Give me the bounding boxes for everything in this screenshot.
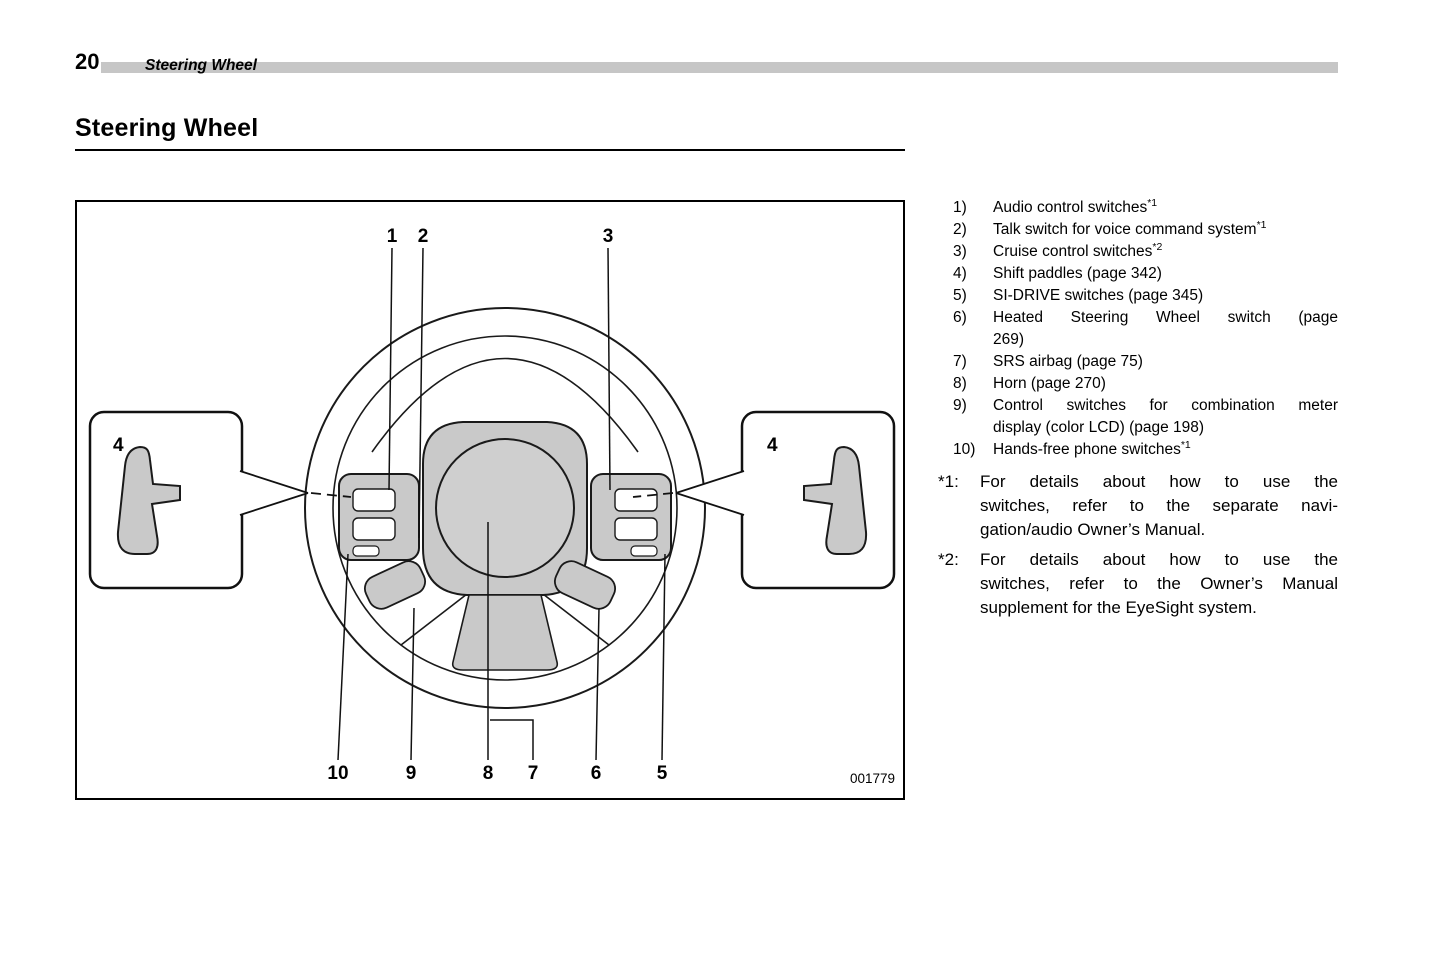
legend-item-number: 6)	[953, 309, 967, 326]
steering-wheel-figure: 1 2 3 4 4 10 9 8 7 6 5 001779	[75, 200, 905, 800]
callout-label-9: 9	[406, 763, 417, 784]
footnote-text: For details about how to use the switche…	[980, 550, 1338, 617]
leader-line-10	[337, 553, 349, 761]
callout-label-6: 6	[591, 763, 602, 784]
legend-item-9: 9) Control switches for combination mete…	[953, 395, 1338, 439]
leader-line-3	[607, 247, 611, 491]
horn-pad	[435, 438, 575, 578]
legend-item-text: SRS airbag (page 75)	[993, 353, 1143, 370]
legend-item-text: Shift paddles (page 342)	[993, 265, 1162, 282]
callout-label-5: 5	[657, 763, 668, 784]
legend-item-number: 10)	[953, 441, 976, 458]
legend-item-number: 5)	[953, 287, 967, 304]
legend-item-10: 10) Hands-free phone switches*1	[953, 439, 1338, 461]
shift-paddle-inset-left	[88, 410, 352, 590]
legend-item-number: 3)	[953, 243, 967, 260]
legend-item-text: Heated Steering Wheel switch (page 269)	[993, 309, 1338, 348]
callout-label-4-right: 4	[767, 435, 778, 456]
leader-line-7	[490, 719, 534, 760]
callout-label-4-left: 4	[113, 435, 124, 456]
legend-item-1: 1) Audio control switches*1	[953, 197, 1338, 219]
legend-item-3: 3) Cruise control switches*2	[953, 241, 1338, 263]
parts-legend: 1) Audio control switches*1 2) Talk swit…	[938, 197, 1338, 620]
left-stalk	[364, 560, 426, 610]
shift-paddle	[116, 445, 181, 555]
legend-item-6: 6) Heated Steering Wheel switch (page 26…	[953, 307, 1338, 351]
callout-label-1: 1	[387, 226, 398, 247]
upper-spoke-arc	[371, 357, 639, 453]
leader-lines	[337, 247, 666, 761]
callout-label-3: 3	[603, 226, 614, 247]
legend-item-text: Hands-free phone switches*1	[993, 438, 1191, 458]
callout-label-10: 10	[327, 763, 348, 784]
running-title: Steering Wheel	[145, 57, 257, 74]
leader-line-9	[410, 607, 415, 761]
legend-item-number: 9)	[953, 397, 967, 414]
leader-line-5	[661, 553, 666, 761]
steering-wheel-diagram: 1 2 3 4 4 10 9 8 7 6 5 001779	[88, 226, 896, 786]
callout-label-2: 2	[418, 226, 429, 247]
section-title: Steering Wheel	[75, 114, 259, 142]
legend-item-number: 4)	[953, 265, 967, 282]
inset-pointer	[240, 471, 308, 515]
figure-code: 001779	[850, 771, 895, 786]
footnote-label: *1:	[938, 472, 959, 491]
section-underline	[75, 149, 905, 151]
cruise-switch-button-2	[614, 517, 658, 541]
legend-item-2: 2) Talk switch for voice command system*…	[953, 219, 1338, 241]
legend-item-number: 7)	[953, 353, 967, 370]
callout-label-7: 7	[528, 763, 539, 784]
legend-item-number: 1)	[953, 199, 967, 216]
footnote-text: For details about how to use the switche…	[980, 472, 1338, 539]
inset-dash-link	[310, 492, 352, 498]
legend-item-text: Horn (page 270)	[993, 375, 1106, 392]
footnote-ref: *1	[1256, 218, 1267, 231]
legend-item-number: 2)	[953, 221, 967, 238]
lower-spoke	[451, 594, 559, 671]
lower-spoke-edge-left	[400, 593, 468, 646]
talk-switch-button	[352, 517, 396, 541]
cruise-switch-button	[614, 488, 658, 512]
legend-item-text: SI-DRIVE switches (page 345)	[993, 287, 1204, 304]
footnote-ref: *1	[1180, 438, 1191, 451]
leader-line-2	[418, 247, 424, 539]
footnote-2: *2: For details about how to use the swi…	[938, 548, 1338, 620]
legend-item-text: Control switches for combination meter d…	[993, 397, 1338, 436]
si-drive-switch-button	[630, 545, 658, 557]
phone-switch-button	[352, 545, 380, 557]
header-rule-bar	[101, 62, 1338, 73]
legend-item-text: Cruise control switches*2	[993, 240, 1163, 260]
legend-item-text: Audio control switches*1	[993, 196, 1158, 216]
legend-item-text: Talk switch for voice command system*1	[993, 218, 1267, 238]
footnote-label: *2:	[938, 550, 959, 569]
page-number: 20	[75, 49, 100, 74]
footnote-ref: *1	[1147, 196, 1158, 209]
footnote-ref: *2	[1152, 240, 1163, 253]
legend-item-7: 7) SRS airbag (page 75)	[953, 351, 1338, 373]
legend-item-5: 5) SI-DRIVE switches (page 345)	[953, 285, 1338, 307]
left-switch-pod	[338, 473, 420, 561]
legend-item-number: 8)	[953, 375, 967, 392]
legend-item-8: 8) Horn (page 270)	[953, 373, 1338, 395]
callout-label-8: 8	[483, 763, 494, 784]
audio-switch-button	[352, 488, 396, 512]
legend-item-4: 4) Shift paddles (page 342)	[953, 263, 1338, 285]
footnote-1: *1: For details about how to use the swi…	[938, 470, 1338, 542]
right-stalk	[554, 560, 616, 610]
right-switch-pod	[590, 473, 672, 561]
leader-line-1	[388, 247, 393, 491]
steering-wheel	[304, 307, 706, 709]
leader-line-6	[595, 607, 600, 761]
wheel-inner-rim	[332, 335, 678, 681]
